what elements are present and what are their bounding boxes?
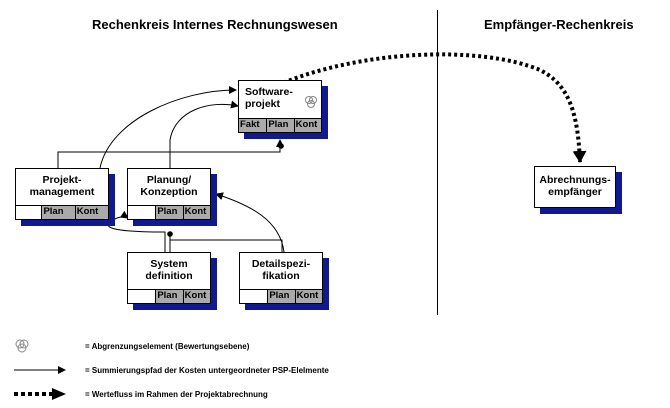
- solid-arrow-icon: [14, 366, 66, 374]
- right-section-title: Empfänger-Rechenkreis: [484, 17, 634, 32]
- cell-kont: Kont: [293, 119, 321, 132]
- node-softwareprojekt[interactable]: Software- projekt Fakt Plan Kont: [238, 80, 328, 139]
- node-title-line1: Software-: [245, 86, 293, 98]
- path-projekt-to-software: [57, 139, 284, 168]
- cell-kont: Kont: [182, 206, 210, 219]
- node-planung-konzeption[interactable]: Planung/ Konzeption Plan Kont: [127, 168, 217, 226]
- node-title-line2: definition: [145, 270, 193, 282]
- node-title-line1: Projekt-: [42, 174, 82, 186]
- path-projekt-curve: [99, 86, 237, 169]
- node-cells: Plan Kont: [240, 289, 322, 303]
- node-cells: Fakt Plan Kont: [239, 118, 321, 132]
- cell-kont: Kont: [74, 206, 108, 219]
- value-flow-dotted-arrow: [277, 52, 587, 163]
- path-detail-to-planung: [169, 234, 283, 252]
- node-cells: Plan Kont: [128, 205, 210, 219]
- dotted-arrow-icon: [14, 388, 66, 400]
- node-title-line1: Detailspezi-: [251, 258, 311, 270]
- node-projektmanagement[interactable]: Projekt- management Plan Kont: [15, 168, 115, 226]
- node-cells: Plan Kont: [16, 205, 108, 219]
- node-title-line2: management: [29, 186, 95, 198]
- node-detailspezifikation[interactable]: Detailspezi- fikation Plan Kont: [239, 252, 329, 310]
- legend-text: = Wertefluss im Rahmen der Projektabrech…: [85, 390, 268, 399]
- node-cells: Plan Kont: [128, 289, 210, 303]
- element-icon: [305, 96, 317, 108]
- node-title-line1: Abrechnungs-: [539, 174, 611, 186]
- path-detail-curve: [215, 192, 285, 253]
- legend-text: = Abgrenzungselement (Bewertungsebene): [85, 342, 250, 351]
- cell-plan: Plan: [155, 290, 183, 303]
- cell-plan: Plan: [267, 290, 295, 303]
- section-divider: [437, 10, 438, 315]
- left-section-title: Rechenkreis Internes Rechnungswesen: [92, 17, 338, 32]
- cell-fakt: Fakt: [239, 119, 267, 132]
- cell-plan: Plan: [266, 119, 294, 132]
- node-title-line2: fikation: [262, 270, 300, 282]
- node-title-line1: Planung/: [146, 174, 192, 186]
- cell-plan: Plan: [155, 206, 183, 219]
- cell-kont: Kont: [294, 290, 322, 303]
- node-systemdefinition[interactable]: System definition Plan Kont: [127, 252, 217, 310]
- node-abrechnungsempfaenger[interactable]: Abrechnungs- empfänger: [534, 166, 622, 214]
- node-title-line2: projekt: [245, 98, 281, 110]
- node-title-line2: Konzeption: [140, 186, 198, 198]
- legend-text: = Summierungspfad der Kosten untergeordn…: [85, 366, 329, 375]
- path-planung-to-software: [169, 100, 239, 168]
- cell-plan: Plan: [41, 206, 75, 219]
- cell-kont: Kont: [182, 290, 210, 303]
- element-icon: [15, 339, 29, 353]
- node-title-line2: empfänger: [548, 186, 602, 198]
- node-title-line1: System: [150, 258, 188, 270]
